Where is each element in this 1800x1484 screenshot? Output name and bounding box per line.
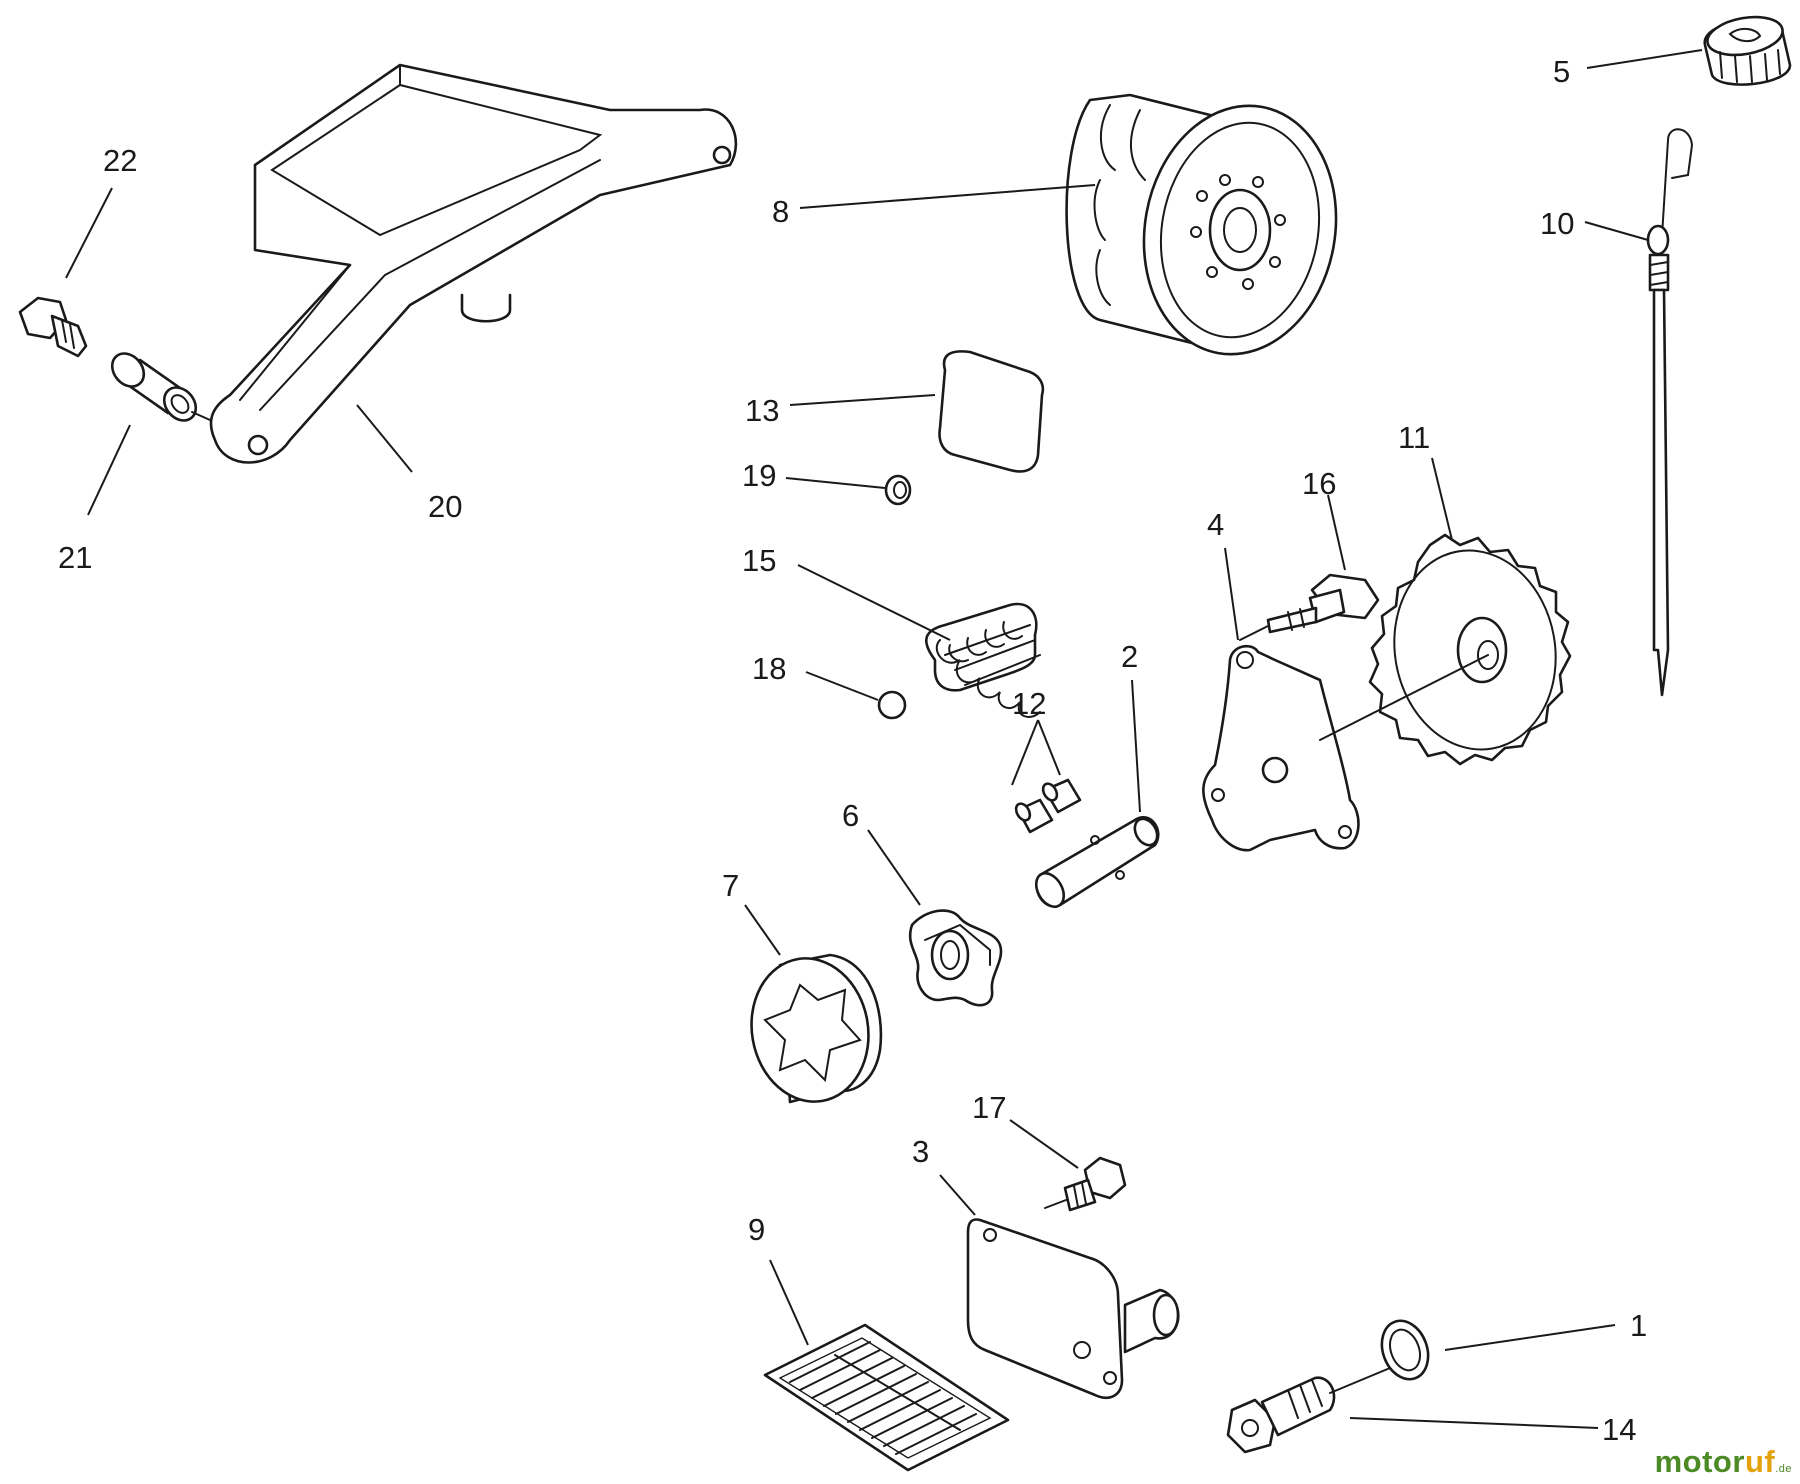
callout-4: 4 — [1207, 507, 1224, 542]
callout-16: 16 — [1302, 466, 1336, 501]
leader-21 — [87, 424, 131, 516]
part-8-oil-filter — [1065, 93, 1338, 356]
leader-11 — [1431, 457, 1453, 541]
leader-8 — [799, 184, 1096, 209]
part-13-gasket — [938, 350, 1045, 473]
leader-5 — [1586, 49, 1703, 69]
leader-7 — [744, 904, 781, 956]
part-16-bolt — [1239, 573, 1380, 641]
part-2-shaft — [1034, 816, 1160, 909]
leader-20 — [356, 404, 413, 473]
leader-10 — [1584, 221, 1649, 241]
callout-3: 3 — [912, 1134, 929, 1169]
callout-11: 11 — [1398, 420, 1430, 455]
part-10-dipstick — [1646, 128, 1694, 697]
callout-10: 10 — [1540, 206, 1574, 241]
callout-7: 7 — [722, 868, 739, 903]
callout-19: 19 — [742, 458, 776, 493]
callout-8: 8 — [772, 194, 789, 229]
watermark-brand-a: motor — [1654, 1444, 1745, 1479]
leader-lines — [65, 49, 1703, 1429]
leader-13 — [789, 394, 936, 406]
leader-2 — [1131, 679, 1141, 813]
leader-16 — [1327, 494, 1346, 571]
leader-17 — [1009, 1119, 1079, 1169]
callout-18: 18 — [752, 651, 786, 686]
callout-6: 6 — [842, 798, 859, 833]
part-11-gear — [1319, 533, 1572, 766]
part-15-spring — [925, 602, 1041, 718]
leader-9 — [769, 1259, 809, 1346]
leader-12a — [1011, 719, 1039, 786]
callout-9: 9 — [748, 1212, 765, 1247]
leader-3 — [939, 1174, 976, 1216]
callout-12: 12 — [1012, 686, 1046, 721]
leader-14 — [1349, 1417, 1599, 1429]
callout-22: 22 — [103, 143, 137, 178]
leader-6 — [867, 829, 921, 906]
part-3-pickup-plate — [966, 1218, 1180, 1400]
leader-1 — [1444, 1324, 1616, 1351]
callout-13: 13 — [745, 393, 779, 428]
part-19-o-ring — [884, 474, 912, 506]
leader-18 — [805, 671, 879, 701]
callout-20: 20 — [428, 489, 462, 524]
leader-4 — [1224, 547, 1239, 641]
part-5-cap — [1703, 15, 1792, 86]
part-6-inner-rotor — [908, 909, 1003, 1007]
leader-19 — [785, 477, 886, 489]
callout-numbers: 1 2 3 4 5 6 7 8 9 10 11 12 13 14 15 16 1… — [58, 54, 1647, 1447]
leader-22 — [65, 187, 113, 279]
part-7-outer-rotor — [750, 953, 883, 1104]
callout-14: 14 — [1602, 1412, 1636, 1447]
part-17-bolt — [1044, 1156, 1127, 1212]
part-4-pump-cover — [1202, 644, 1360, 852]
part-9-screen — [763, 1323, 1010, 1472]
part-18-ball — [877, 690, 907, 720]
watermark-brand-b: uf — [1744, 1444, 1776, 1479]
callout-1: 1 — [1630, 1308, 1647, 1343]
callout-5: 5 — [1553, 54, 1570, 89]
part-20-oil-tray-arm — [209, 63, 738, 464]
callout-21: 21 — [58, 540, 92, 575]
callout-15: 15 — [742, 543, 776, 578]
watermark-tld: .de — [1775, 1463, 1792, 1475]
watermark-logo: motoruf.de — [1655, 1444, 1792, 1480]
part-14-drain-plug — [1226, 1367, 1391, 1454]
part-1-washer — [1380, 1319, 1430, 1381]
leader-15 — [797, 564, 951, 641]
callout-17: 17 — [972, 1090, 1006, 1125]
part-12-pins — [1014, 778, 1082, 834]
callout-2: 2 — [1121, 639, 1138, 674]
leader-12b — [1037, 719, 1061, 776]
part-21-bushing — [110, 352, 211, 422]
part-22-bolt — [18, 296, 88, 358]
